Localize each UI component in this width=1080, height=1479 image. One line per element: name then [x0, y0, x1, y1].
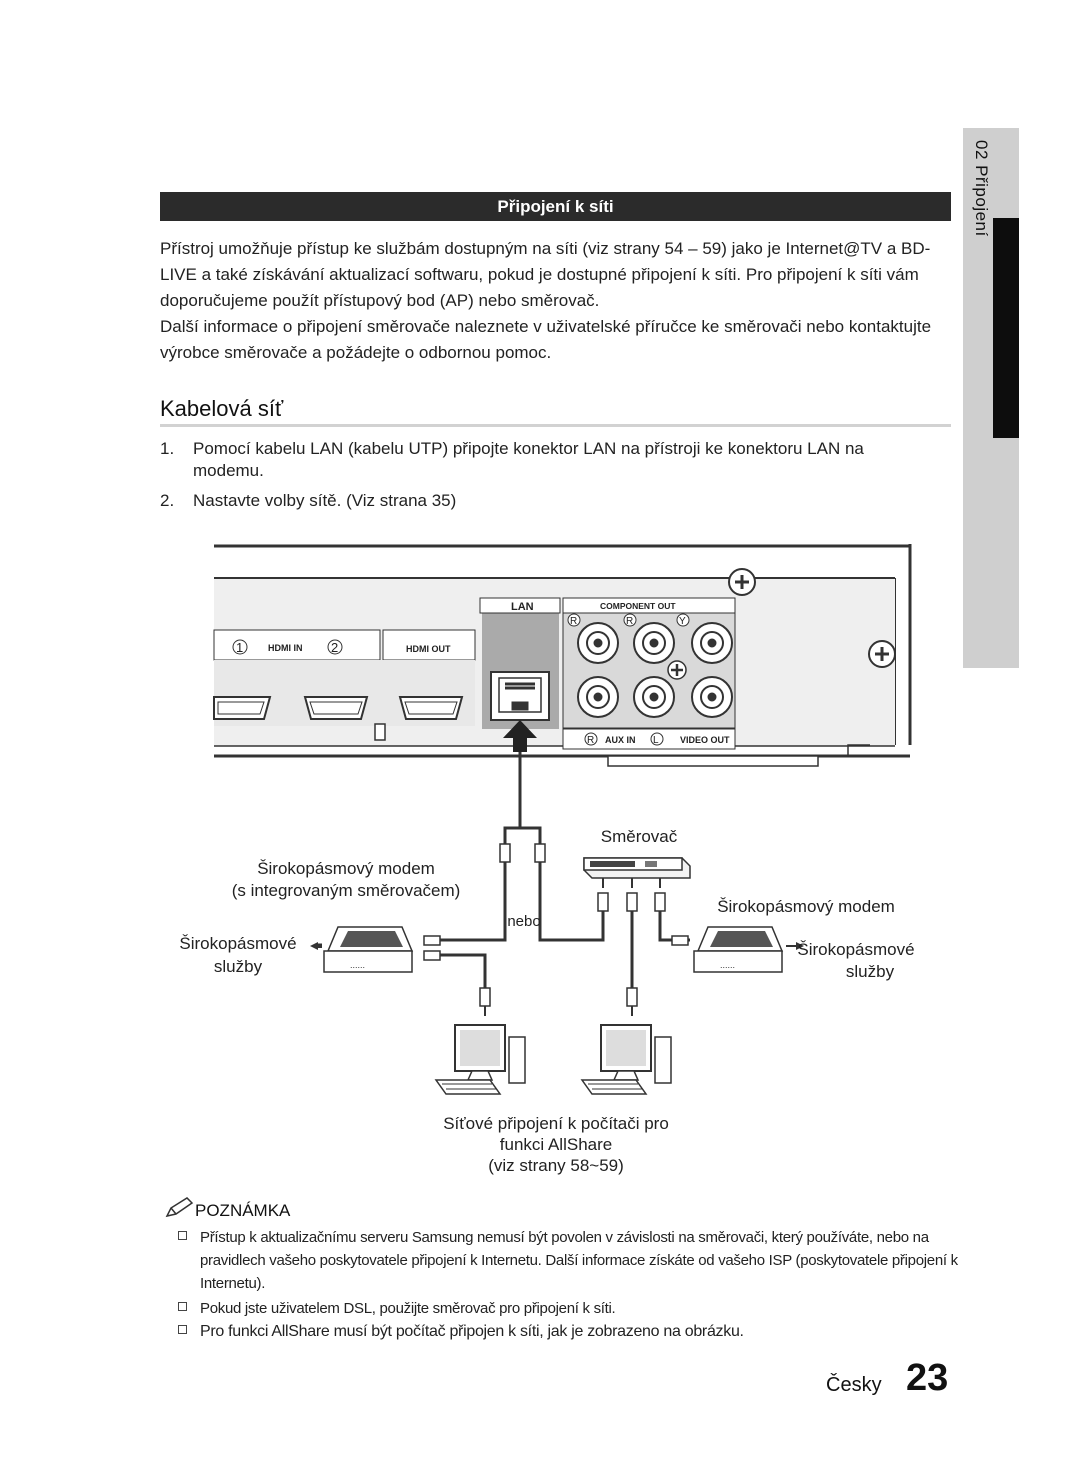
broadband-services-right-sublabel: služby — [846, 962, 895, 981]
lan-port — [490, 671, 550, 721]
lan-cables — [440, 752, 690, 990]
jack-y-letter: Y — [679, 616, 686, 627]
bullet-square-icon — [178, 1302, 187, 1311]
heading-divider — [160, 424, 951, 427]
screw-icon — [667, 660, 687, 680]
step-text: Pomocí kabelu LAN (kabelu UTP) připojte … — [193, 439, 864, 480]
section-title: Připojení k síti — [160, 192, 951, 221]
integrated-modem-label: Širokopásmový modem — [257, 859, 435, 878]
step-item: 2. Nastavte volby sítě. (Viz strana 35) — [160, 490, 940, 514]
footer-language: Česky — [826, 1374, 882, 1396]
router-icon — [583, 857, 691, 879]
step-number: 1. — [160, 439, 175, 458]
hdmi-in-2-number: 2 — [331, 640, 338, 655]
arrow-up-icon — [503, 720, 537, 752]
aux-r-letter: R — [587, 735, 594, 746]
note-heading-text: POZNÁMKA — [195, 1201, 291, 1220]
broadband-services-right-label: Širokopásmové — [797, 940, 914, 959]
page-heading: Kabelová síť — [160, 396, 284, 421]
hdmi-in-label: HDMI IN — [268, 643, 303, 653]
network-connection-diagram: 1 HDMI IN 2 HDMI OUT LAN COMPONENT OUT R… — [179, 544, 915, 1175]
broadband-services-left-sublabel: služby — [214, 957, 263, 976]
note-text: Přístup k aktualizačnímu serveru Samsung… — [200, 1229, 958, 1292]
hdmi-port — [303, 696, 369, 720]
rca-jack — [577, 676, 619, 718]
step-item: 1. Pomocí kabelu LAN (kabelu UTP) připoj… — [160, 438, 940, 484]
player-rear-panel — [213, 544, 912, 767]
broadband-services-left-label: Širokopásmové — [179, 934, 296, 953]
hdmi-port — [398, 696, 464, 720]
hdmi-in-1-number: 1 — [236, 640, 243, 655]
hdmi-out-label: HDMI OUT — [406, 644, 451, 654]
modem-label: Širokopásmový modem — [717, 897, 895, 916]
video-out-label: VIDEO OUT — [680, 735, 730, 745]
modem-icon: ...... — [323, 926, 414, 973]
cable-plugs — [423, 843, 689, 1007]
chapter-side-tab: 02 Připojení — [963, 128, 1019, 668]
pencil-icon — [165, 1197, 194, 1218]
step-number: 2. — [160, 491, 175, 510]
rca-jack — [577, 622, 619, 664]
aux-l-letter: L — [653, 735, 659, 746]
modem-icon: ...... — [693, 926, 784, 973]
rca-jack — [691, 622, 733, 664]
note-text: Pokud jste uživatelem DSL, použijte směr… — [200, 1300, 616, 1317]
hdmi-port — [213, 696, 272, 720]
pc-caption-line-1: Síťové připojení k počítači pro — [443, 1114, 669, 1133]
note-item: Pro funkci AllShare musí být počítač při… — [178, 1320, 958, 1344]
pc-caption-line-3: (viz strany 58~59) — [488, 1156, 624, 1175]
bullet-square-icon — [178, 1231, 187, 1240]
chapter-tab-label: 02 Připojení — [972, 140, 991, 237]
or-label: nebo — [507, 913, 540, 930]
chapter-tab-marker — [993, 218, 1019, 438]
component-out-label: COMPONENT OUT — [600, 601, 676, 611]
note-text: Pro funkci AllShare musí být počítač při… — [200, 1323, 744, 1340]
pc-caption-line-2: funkci AllShare — [500, 1135, 612, 1154]
note-heading: POZNÁMKA — [165, 1196, 290, 1225]
double-arrow-icon — [786, 942, 804, 950]
bullet-square-icon — [178, 1325, 187, 1334]
integrated-modem-sublabel: (s integrovaným směrovačem) — [232, 881, 461, 900]
jack-pr-letter: R — [570, 616, 577, 627]
aux-in-label: AUX IN — [605, 735, 636, 745]
screw-icon — [728, 568, 756, 596]
rca-jack — [691, 676, 733, 718]
router-label: Směrovač — [601, 827, 678, 846]
lan-label: LAN — [511, 601, 534, 613]
jack-pb-letter: R — [626, 616, 633, 627]
step-text: Nastavte volby sítě. (Viz strana 35) — [193, 491, 457, 510]
intro-paragraph-2: Další informace o připojení směrovače na… — [160, 317, 932, 362]
svg-text:......: ...... — [720, 960, 735, 970]
intro-paragraph-1: Přístroj umožňuje přístup ke službám dos… — [160, 239, 931, 310]
page-number: 23 — [906, 1357, 949, 1399]
svg-text:......: ...... — [350, 960, 365, 970]
computer-icon — [434, 1024, 526, 1095]
double-arrow-icon — [310, 942, 322, 950]
rca-jack — [633, 676, 675, 718]
computer-icon — [580, 1024, 672, 1095]
rca-jack — [633, 622, 675, 664]
note-item: Pokud jste uživatelem DSL, použijte směr… — [178, 1297, 958, 1321]
screw-icon — [868, 640, 896, 668]
note-item: Přístup k aktualizačnímu serveru Samsung… — [178, 1226, 958, 1296]
